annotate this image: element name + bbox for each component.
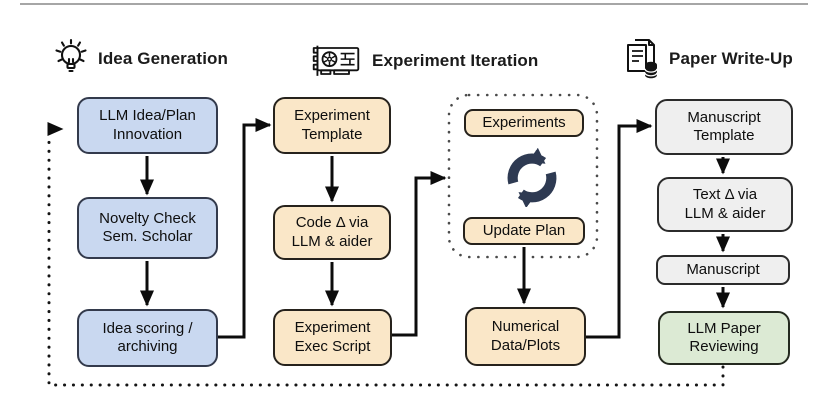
documents-database-icon — [627, 39, 658, 79]
node-manuscript: Manuscript — [656, 255, 790, 285]
section-title: Paper Write-Up — [669, 49, 793, 68]
section-title: Experiment Iteration — [372, 51, 539, 70]
node-manuscript-template: Manuscript Template — [655, 99, 793, 155]
section-header-experiment-iteration: Experiment Iteration — [310, 42, 538, 80]
node-llm-idea-plan-innovation: LLM Idea/Plan Innovation — [77, 97, 218, 154]
top-divider — [20, 3, 808, 5]
edge-numerical-to-manuscript-template — [586, 119, 653, 339]
node-experiment-exec-script: Experiment Exec Script — [273, 309, 392, 366]
cycle-arrows-icon — [499, 147, 565, 212]
section-header-paper-write-up: Paper Write-Up — [623, 39, 793, 79]
node-text-delta-llm-aider: Text Δ via LLM & aider — [657, 177, 793, 232]
section-header-idea-generation: Idea Generation — [54, 38, 228, 80]
node-code-delta-llm-aider: Code Δ via LLM & aider — [273, 205, 391, 260]
lightbulb-icon — [55, 38, 87, 73]
node-experiments: Experiments — [464, 109, 584, 137]
node-idea-scoring-archiving: Idea scoring / archiving — [77, 309, 218, 367]
node-numerical-data-plots: Numerical Data/Plots — [465, 307, 586, 366]
section-title: Idea Generation — [98, 49, 228, 68]
node-experiment-template: Experiment Template — [273, 97, 391, 154]
edge-scoring-to-experiment-template — [218, 118, 272, 339]
node-novelty-check-sem-scholar: Novelty Check Sem. Scholar — [77, 197, 218, 259]
edge-exec-script-to-loop — [392, 171, 447, 337]
node-update-plan: Update Plan — [463, 217, 585, 245]
gpu-card-icon — [312, 45, 360, 76]
node-llm-paper-reviewing: LLM Paper Reviewing — [658, 311, 790, 365]
